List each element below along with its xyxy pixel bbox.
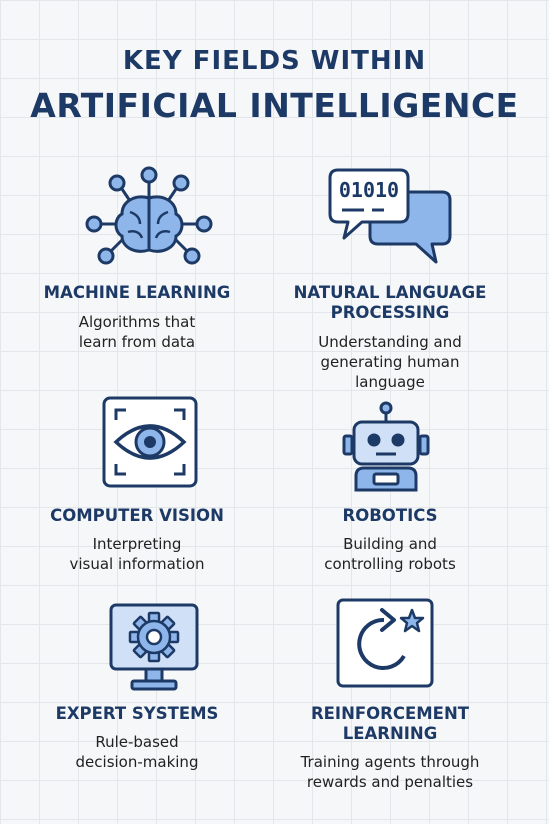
field-description: Rule-based decision-making	[75, 733, 199, 771]
robot-icon	[340, 400, 432, 492]
brain-network-icon	[84, 166, 214, 270]
field-title: EXPERT SYSTEMS	[55, 704, 219, 723]
field-description: Interpreting visual information	[69, 535, 205, 573]
loop-star-icon	[336, 598, 434, 688]
chat-bubbles-icon: 01010	[328, 166, 454, 266]
field-description: Training agents through rewards and pena…	[300, 753, 480, 791]
monitor-gear-icon	[108, 602, 200, 692]
field-title: REINFORCEMENT LEARNING	[310, 704, 470, 743]
field-title: ROBOTICS	[342, 506, 438, 525]
field-title: NATURAL LANGUAGE PROCESSING	[293, 283, 487, 322]
field-title: MACHINE LEARNING	[43, 283, 231, 302]
title-line-1: KEY FIELDS WITHIN	[122, 46, 427, 76]
svg-text:01010: 01010	[339, 178, 399, 202]
field-title: COMPUTER VISION	[50, 506, 224, 525]
field-description: Understanding and generating human langu…	[318, 333, 462, 391]
field-description: Building and controlling robots	[324, 535, 456, 573]
field-description: Algorithms that learn from data	[78, 313, 196, 351]
eye-icon	[102, 396, 198, 488]
title-line-2: ARTIFICIAL INTELLIGENCE	[30, 86, 519, 125]
